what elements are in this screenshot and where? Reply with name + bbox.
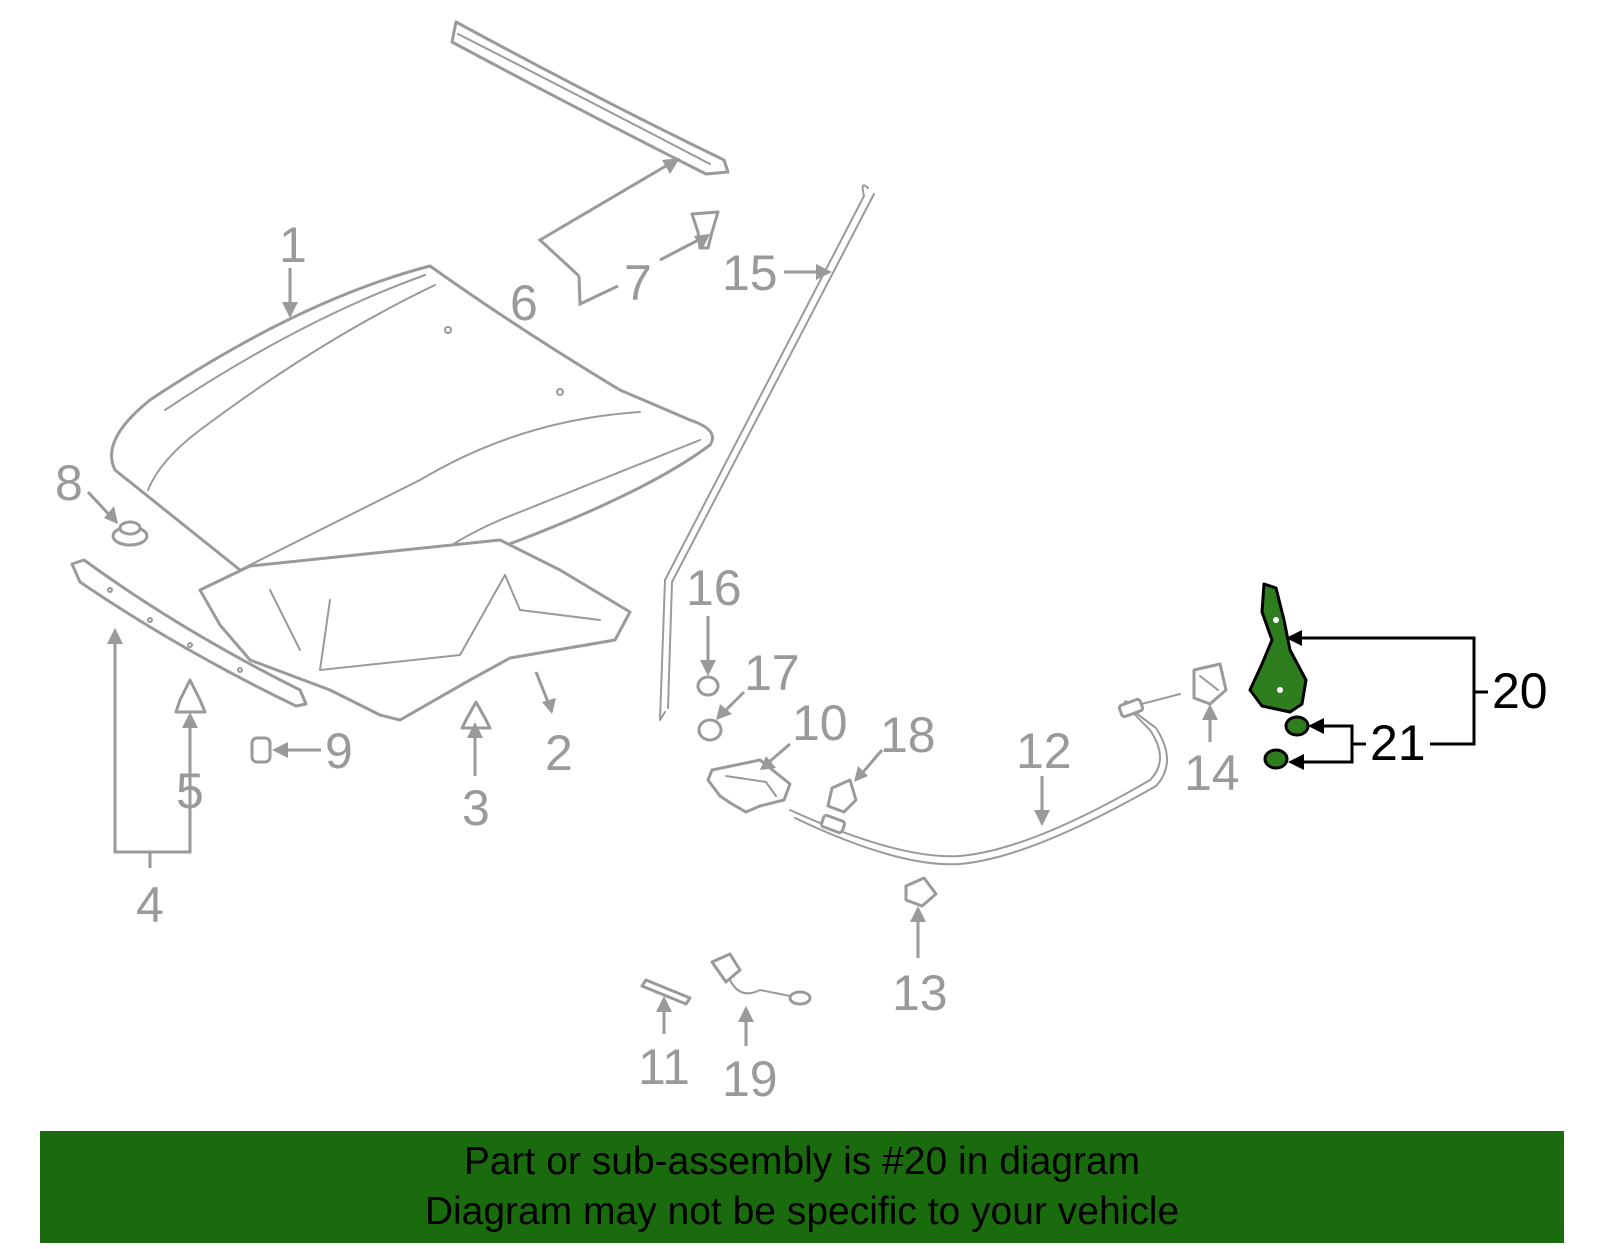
callout-3: 3 (462, 780, 490, 836)
part-5-clip (174, 678, 207, 714)
part-3-clip (460, 700, 492, 730)
callout-17: 17 (744, 645, 800, 701)
banner-line-1: Part or sub-assembly is #20 in diagram (463, 1140, 1141, 1183)
part-18-bracket (826, 778, 858, 814)
callout-1: 1 (279, 217, 307, 273)
callout-labels: 1 2 3 4 5 6 7 8 9 10 11 12 13 14 15 16 1… (55, 217, 1548, 1107)
part-12-release-cable (789, 693, 1181, 866)
callout-18: 18 (880, 707, 936, 763)
arrowheads-highlight (1286, 630, 1324, 770)
callout-9: 9 (325, 723, 353, 779)
callout-11: 11 (638, 1039, 690, 1095)
part-13-clip (904, 876, 938, 908)
part-16-nut (696, 675, 720, 697)
callout-12: 12 (1016, 723, 1072, 779)
banner-line-2: Diagram may not be specific to your vehi… (424, 1190, 1180, 1233)
callout-4: 4 (136, 877, 164, 933)
part-10-latch (706, 758, 792, 814)
callout-5: 5 (176, 763, 204, 819)
callout-6: 6 (510, 275, 538, 331)
part-8-bumper (111, 520, 149, 547)
callout-13: 13 (892, 965, 948, 1021)
part-20-hinge (1248, 582, 1308, 714)
callout-10: 10 (792, 695, 848, 751)
callout-20: 20 (1492, 663, 1548, 719)
part-7-clip (690, 210, 720, 250)
callout-16: 16 (686, 560, 742, 616)
callout-2: 2 (545, 725, 573, 781)
callout-21: 21 (1370, 715, 1426, 771)
callout-7: 7 (624, 255, 652, 311)
part-21-bolts (1263, 715, 1310, 770)
part-19-harness (710, 952, 812, 1006)
callout-15: 15 (722, 245, 778, 301)
callout-19: 19 (722, 1051, 778, 1107)
part-4-front-seal (70, 558, 308, 708)
part-11-sensor (640, 978, 692, 1006)
part-17-clip (697, 718, 723, 742)
part-14-handle (1192, 662, 1228, 706)
part-9-bumper (250, 736, 272, 764)
info-banner: Part or sub-assembly is #20 in diagram D… (40, 1131, 1564, 1243)
callout-14: 14 (1184, 745, 1240, 801)
callout-8: 8 (55, 455, 83, 511)
part-6-weatherstrip (450, 20, 730, 176)
part-2-insulator (198, 538, 632, 722)
arrowheads (104, 158, 1218, 1022)
part-15-support-rod (659, 184, 875, 721)
